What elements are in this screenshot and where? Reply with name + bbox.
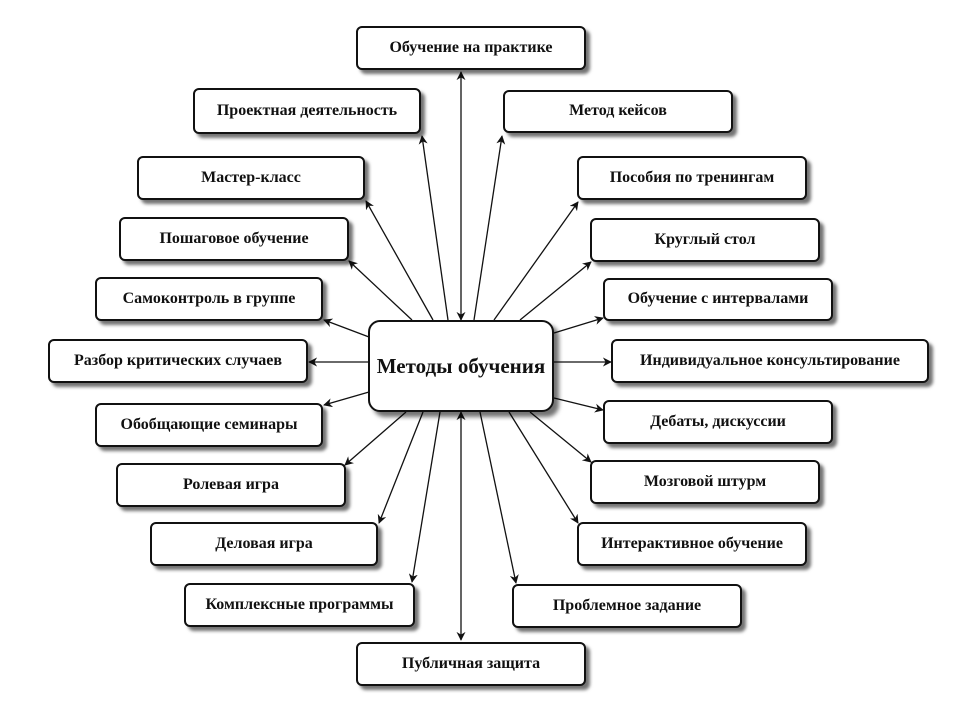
node-complex: Комплексные программы [184, 583, 415, 627]
node-masterclass: Мастер-класс [137, 156, 365, 200]
node-label: Индивидуальное консультирование [640, 351, 900, 369]
node-label: Мозговой штурм [643, 472, 767, 490]
node-label: Круглый стол [654, 230, 756, 248]
node-trainings: Пособия по тренингам [577, 156, 807, 200]
arrow-to-brainstorm [529, 411, 592, 463]
node-label: Пошаговое обучение [159, 229, 309, 247]
node-label: Мастер-класс [201, 168, 301, 186]
node-brainstorm: Мозговой штурм [590, 460, 820, 504]
node-label: Дебаты, дискуссии [650, 412, 786, 430]
arrow-to-stepwise [348, 260, 413, 321]
node-individual: Индивидуальное консультирование [611, 339, 929, 383]
node-label: Проектная деятельность [216, 101, 398, 119]
node-label: Обобщающие семинары [120, 415, 298, 433]
node-selfcontrol: Самоконтроль в группе [95, 277, 323, 321]
arrow-to-business [377, 411, 424, 524]
arrow-to-roundtable [519, 261, 592, 321]
node-label: Комплексные программы [205, 595, 394, 613]
node-label: Метод кейсов [569, 102, 667, 120]
arrow-to-project [418, 135, 449, 321]
node-cases: Метод кейсов [503, 90, 733, 133]
node-debates: Дебаты, дискуссии [603, 400, 833, 444]
arrow-to-masterclass [365, 200, 434, 321]
node-roleplay: Ролевая игра [116, 463, 346, 507]
center-node: Методы обучения [368, 320, 554, 412]
arrow-to-roleplay [344, 411, 407, 466]
node-label: Самоконтроль в группе [122, 289, 296, 307]
node-roundtable: Круглый стол [590, 218, 820, 262]
node-label: Публичная защита [401, 654, 541, 672]
node-label: Деловая игра [215, 534, 313, 552]
arrow-to-debates [553, 397, 604, 413]
node-label: Ролевая игра [183, 475, 279, 493]
node-critical: Разбор критических случаев [48, 339, 308, 383]
node-label: Обучение на практике [389, 38, 553, 56]
node-seminars: Обобщающие семинары [95, 403, 323, 447]
node-label: Пособия по тренингам [609, 168, 775, 186]
node-label: Обучение с интервалами [627, 290, 809, 308]
node-stepwise: Пошаговое обучение [119, 217, 349, 261]
node-label: Интерактивное обучение [601, 534, 783, 552]
arrow-to-problem [479, 411, 519, 584]
node-practice: Обучение на практике [356, 26, 586, 70]
arrow-to-interactive [508, 411, 579, 524]
arrow-to-seminars [323, 391, 370, 408]
arrow-to-cases [473, 135, 506, 321]
node-intervals: Обучение с интервалами [603, 278, 833, 321]
arrow-to-trainings [493, 201, 579, 321]
arrow-to-complex [408, 411, 441, 583]
node-business: Деловая игра [150, 522, 378, 566]
node-project: Проектная деятельность [193, 88, 421, 134]
node-label: Проблемное задание [552, 596, 702, 614]
center-label: Методы обучения [376, 353, 546, 378]
arrow-to-intervals [553, 316, 604, 334]
arrow-to-selfcontrol [323, 318, 370, 338]
node-interactive: Интерактивное обучение [577, 522, 807, 566]
node-public: Публичная защита [356, 642, 586, 686]
node-label: Разбор критических случаев [73, 351, 282, 369]
node-problem: Проблемное задание [512, 584, 742, 628]
